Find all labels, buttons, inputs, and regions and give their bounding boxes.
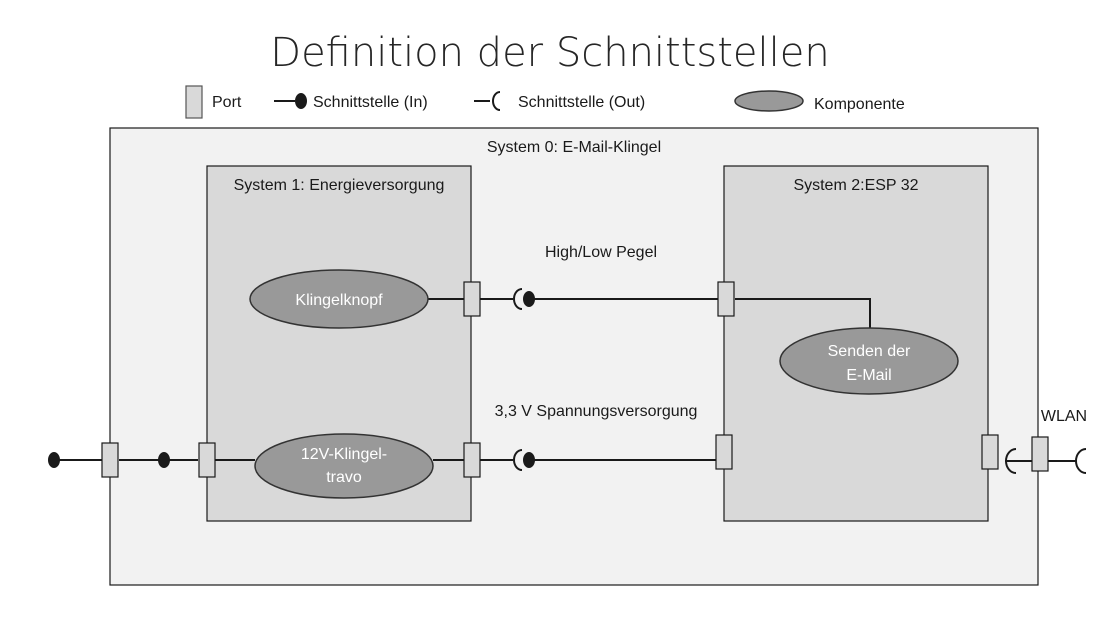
component-trafo-label-2: travo bbox=[326, 469, 362, 486]
port-system0-wlan bbox=[1031, 436, 1049, 472]
signal-spannung-label: 3,3 V Spannungsversorgung bbox=[495, 403, 698, 420]
legend-interface-in-label: Schnittstelle (In) bbox=[313, 94, 428, 111]
component-klingelknopf bbox=[249, 269, 429, 329]
legend: Port Schnittstelle (In) Schnittstelle (O… bbox=[185, 85, 905, 119]
line-port-senden bbox=[735, 298, 871, 328]
legend-interface-out-label: Schnittstelle (Out) bbox=[518, 94, 645, 111]
component-senden bbox=[779, 327, 959, 395]
port-system1-power bbox=[198, 442, 216, 478]
page-title: Definition der Schnittstellen bbox=[270, 30, 829, 76]
interface-out-wlan-external bbox=[1075, 448, 1087, 474]
port-system0-power bbox=[101, 442, 119, 478]
legend-component-symbol bbox=[734, 90, 804, 112]
port-system2-pegel bbox=[717, 281, 735, 317]
port-system2-wlan bbox=[981, 434, 999, 470]
component-senden-label-2: E-Mail bbox=[846, 367, 891, 384]
interface-out-pegel bbox=[513, 288, 523, 310]
system-1-label: System 1: Energieversorgung bbox=[234, 177, 445, 194]
interface-in-pegel bbox=[523, 291, 535, 307]
legend-interface-in-symbol bbox=[295, 93, 307, 109]
component-trafo bbox=[254, 433, 434, 499]
legend-port-label: Port bbox=[212, 94, 242, 111]
signal-pegel-label: High/Low Pegel bbox=[545, 244, 657, 261]
legend-component-label: Komponente bbox=[814, 96, 905, 113]
interface-in-internal bbox=[158, 452, 170, 468]
interface-in-external bbox=[48, 452, 60, 468]
component-klingelknopf-label: Klingelknopf bbox=[295, 292, 383, 309]
system-0-label: System 0: E-Mail-Klingel bbox=[487, 139, 661, 156]
signal-wlan-label: WLAN bbox=[1041, 408, 1087, 425]
component-senden-label-1: Senden der bbox=[828, 343, 911, 360]
port-system1-spannung bbox=[463, 442, 481, 478]
port-system1-pegel bbox=[463, 281, 481, 317]
connections bbox=[54, 298, 871, 461]
legend-port-symbol bbox=[185, 85, 203, 119]
interface-out-spannung bbox=[513, 449, 523, 471]
system-2-label: System 2:ESP 32 bbox=[793, 177, 918, 194]
interface-in-spannung bbox=[523, 452, 535, 468]
port-system2-spannung bbox=[715, 434, 733, 470]
ports bbox=[101, 281, 1049, 478]
interface-in-symbols bbox=[48, 291, 535, 468]
legend-interface-out-symbol bbox=[492, 91, 501, 111]
interface-out-symbols bbox=[513, 288, 1087, 474]
component-trafo-label-1: 12V-Klingel- bbox=[301, 446, 387, 463]
components: Klingelknopf 12V-Klingel- travo Senden d… bbox=[249, 269, 959, 499]
